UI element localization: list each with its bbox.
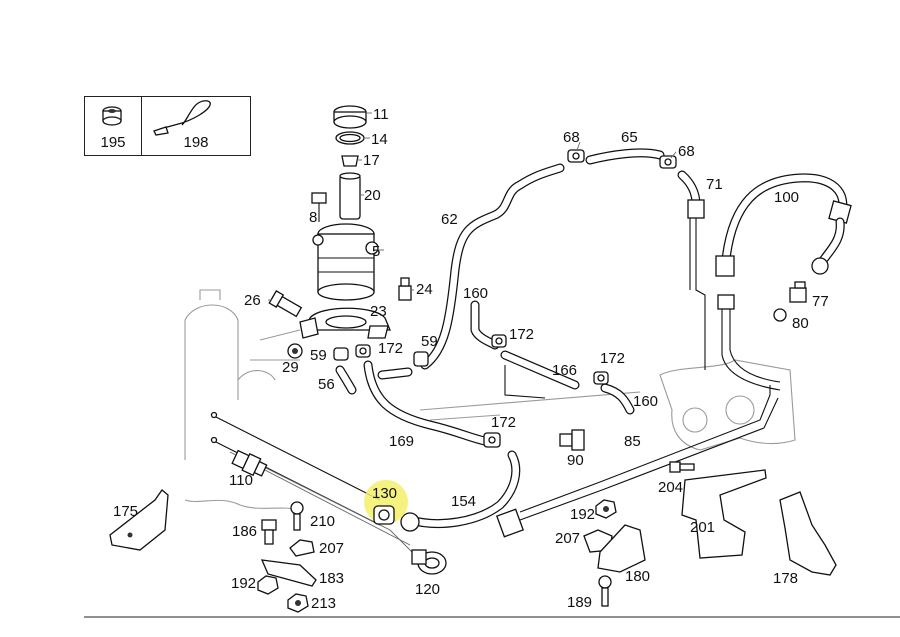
clamp-172-b (491, 334, 507, 348)
callout-59-a: 59 (310, 347, 327, 364)
callout-23: 23 (370, 303, 387, 320)
clamp-59-a (333, 347, 349, 361)
bolt-189 (598, 575, 612, 607)
callout-85: 85 (624, 433, 641, 450)
callout-17: 17 (363, 152, 380, 169)
callout-29: 29 (282, 359, 299, 376)
callout-154: 154 (451, 493, 476, 510)
callout-207-a: 207 (319, 540, 344, 557)
callout-160-a: 160 (463, 285, 488, 302)
callout-71: 71 (706, 176, 723, 193)
callout-5: 5 (372, 243, 380, 260)
callout-172-b: 172 (509, 326, 534, 343)
fitting-110 (231, 449, 268, 477)
fitting-130 (373, 505, 395, 525)
callout-11: 11 (373, 106, 389, 123)
clamp-172-c (593, 371, 609, 385)
callout-189: 189 (567, 594, 592, 611)
legend-cell-198[interactable]: 198 (142, 97, 250, 155)
callout-14: 14 (371, 131, 388, 148)
clip-207a (289, 539, 315, 557)
callout-20: 20 (364, 187, 381, 204)
callout-192-b: 192 (570, 506, 595, 523)
callout-210: 210 (310, 513, 335, 530)
clip-207b (583, 529, 613, 553)
clamp-172-d (483, 432, 501, 448)
bracket-183 (260, 559, 317, 587)
callout-186: 186 (232, 523, 257, 540)
cable-tie-icon (153, 100, 211, 136)
callout-65: 65 (621, 129, 638, 146)
ring-154 (400, 512, 420, 532)
callout-labels: 11 14 17 20 8 5 24 26 23 29 59 59 172 56… (113, 106, 829, 612)
clamp-59-b (413, 351, 429, 367)
reservoir-assembly (268, 105, 412, 359)
callout-8: 8 (309, 209, 317, 226)
callout-201: 201 (690, 519, 715, 536)
callout-68-b: 68 (678, 143, 695, 160)
callout-68-a: 68 (563, 129, 580, 146)
callout-24: 24 (416, 281, 433, 298)
callout-172-a: 172 (378, 340, 403, 357)
callout-172-d: 172 (491, 414, 516, 431)
callout-160-b: 160 (633, 393, 658, 410)
grommet-icon (102, 106, 122, 126)
callout-172-c: 172 (600, 350, 625, 367)
nut-213 (287, 593, 309, 613)
callout-62: 62 (441, 211, 458, 228)
callout-59-b: 59 (421, 333, 438, 350)
callout-77: 77 (812, 293, 829, 310)
callout-166: 166 (552, 362, 577, 379)
callout-178: 178 (773, 570, 798, 587)
bracket-178 (779, 491, 837, 576)
callout-90: 90 (567, 452, 584, 469)
fitting-71 (687, 199, 705, 219)
legend-box: 195 198 (84, 96, 251, 156)
bolt-186 (261, 519, 277, 545)
engine-block-outline (184, 289, 796, 511)
callout-56: 56 (318, 376, 335, 393)
highlight-130 (364, 480, 408, 524)
callout-80: 80 (792, 315, 809, 332)
callout-169: 169 (389, 433, 414, 450)
legend-number: 198 (183, 134, 209, 151)
callout-100: 100 (774, 189, 799, 206)
callout-175: 175 (113, 503, 138, 520)
pressure-hose-100 (715, 173, 852, 277)
bracket-175 (109, 489, 169, 551)
fitting-near-100 (717, 294, 735, 310)
callout-26: 26 (244, 292, 261, 309)
bolt-210 (290, 501, 304, 531)
nut-154 (496, 508, 524, 538)
callout-204: 204 (658, 479, 683, 496)
bolt-204 (669, 461, 695, 473)
clamp-68-b (659, 155, 677, 169)
fitting-90 (559, 429, 585, 451)
callout-207-b: 207 (555, 530, 580, 547)
clamp-68-a (567, 149, 585, 163)
union-120 (411, 549, 447, 575)
bracket-180 (597, 524, 646, 573)
callout-192-a: 192 (231, 575, 256, 592)
nut-192a (257, 575, 279, 595)
callout-180: 180 (625, 568, 650, 585)
seal-ring-80 (773, 308, 787, 322)
callout-183: 183 (319, 570, 344, 587)
callout-110: 110 (229, 472, 253, 489)
legend-number: 195 (100, 134, 126, 151)
callout-120: 120 (415, 581, 440, 598)
leader-lines (268, 112, 677, 301)
clamp-172-a (355, 344, 371, 358)
fitting-77 (789, 281, 807, 303)
bracket-201 (681, 469, 767, 559)
callout-213: 213 (311, 595, 336, 612)
nut-192b (595, 499, 617, 519)
legend-cell-195[interactable]: 195 (85, 97, 142, 155)
callout-130: 130 (372, 485, 397, 502)
